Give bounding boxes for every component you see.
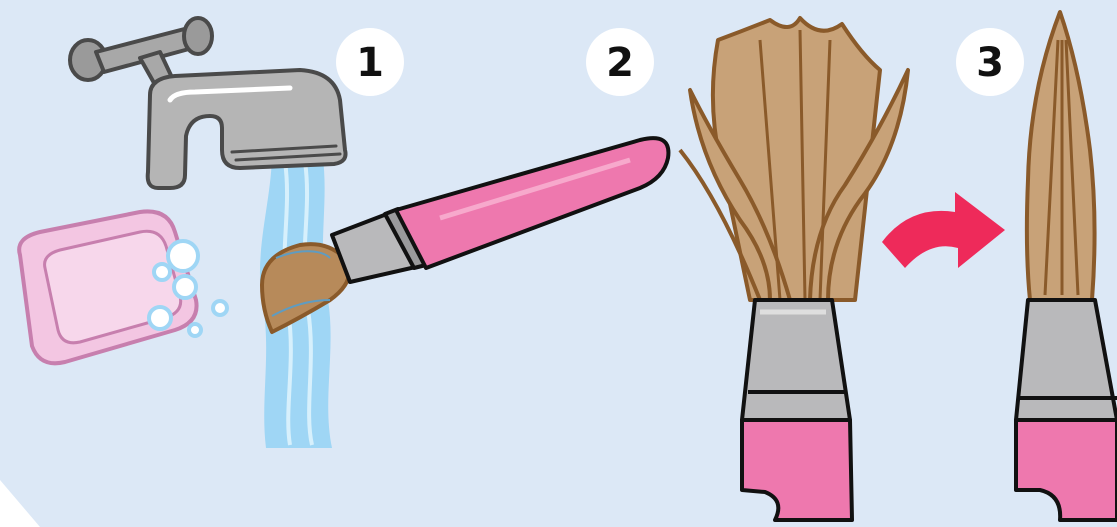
- step-number-3: 3: [976, 40, 1004, 86]
- step-badge-2: 2: [586, 28, 654, 96]
- step-badge-3: 3: [956, 28, 1024, 96]
- step-badge-1: 1: [336, 28, 404, 96]
- brush-ferrule-2: [742, 300, 850, 420]
- step-number-1: 1: [356, 40, 384, 86]
- step-number-2: 2: [606, 40, 634, 86]
